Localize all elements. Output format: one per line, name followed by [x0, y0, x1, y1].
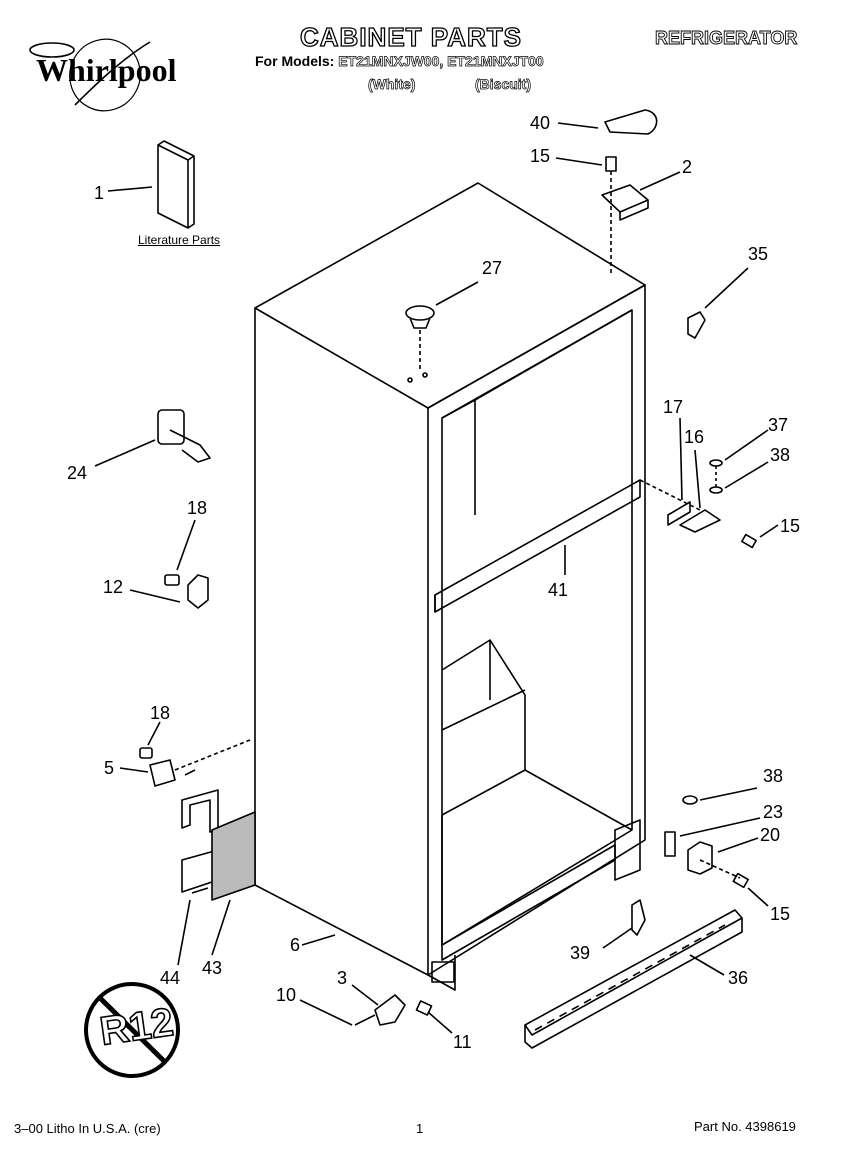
callout-38: 38: [770, 445, 791, 465]
leader-24: [94, 439, 156, 467]
leader-10: [299, 999, 353, 1026]
callout-11: 11: [453, 1032, 472, 1052]
leader-15b: [759, 524, 779, 538]
callout-35: 35: [748, 244, 769, 264]
callout-18-lower: 18: [150, 703, 171, 723]
callout-36: 36: [728, 968, 749, 988]
leader-38a: [724, 461, 769, 489]
footer-litho: 3–00 Litho In U.S.A. (cre): [14, 1121, 161, 1136]
leader-27: [435, 281, 479, 306]
callout-12: 12: [103, 577, 124, 597]
leader-40: [557, 122, 599, 129]
leader-17: [679, 417, 683, 501]
callout-41: 41: [548, 580, 569, 600]
callout-3: 3: [337, 968, 348, 988]
callout-39: 39: [570, 943, 591, 963]
leader-3: [351, 984, 379, 1006]
callout-24: 24: [67, 463, 88, 483]
literature-book: [157, 140, 195, 229]
cabinet-plug: [405, 305, 435, 383]
leader-5: [119, 767, 149, 773]
part-39-clip: [631, 899, 646, 936]
leader-15c: [747, 887, 769, 907]
callout-6: 6: [290, 935, 301, 955]
callout-20: 20: [760, 825, 781, 845]
leader-11: [427, 1011, 453, 1034]
model-numbers: ET21MNXJW00, ET21MNXJT00: [338, 53, 544, 70]
leveling-leg: [354, 994, 433, 1026]
callout-15: 15: [530, 146, 551, 166]
callout-5: 5: [104, 758, 115, 778]
part-5-bracket: [139, 739, 251, 787]
callout-38-lower: 38: [763, 766, 784, 786]
callout-10: 10: [276, 985, 297, 1005]
callout-15-right: 15: [780, 516, 801, 536]
part-12-bracket: [164, 574, 209, 609]
r12-badge: [84, 982, 180, 1078]
lower-hinge-group: [664, 795, 749, 889]
leader-1: [107, 186, 153, 192]
callout-23: 23: [763, 802, 784, 822]
models-prefix: For Models:: [255, 53, 335, 69]
callout-15-lower: 15: [770, 904, 791, 924]
brand-logo: Whirlpool: [36, 52, 177, 88]
toe-grille: [524, 909, 743, 1049]
leader-6: [301, 934, 336, 946]
callout-43: 43: [202, 958, 223, 978]
page-number: 1: [416, 1121, 424, 1136]
part-35-clip: [687, 311, 706, 339]
part-24-bracket: [157, 409, 211, 463]
leader-35: [704, 267, 749, 309]
callout-16: 16: [684, 427, 705, 447]
cabinet-body: [254, 182, 646, 991]
part-number: Part No. 4398619: [694, 1119, 796, 1134]
callout-1: 1: [94, 183, 105, 203]
leader-12: [129, 589, 181, 603]
cross-rail: [434, 479, 641, 613]
leader-43: [211, 899, 231, 956]
callout-17: 17: [663, 397, 684, 417]
hinge-cap: [604, 109, 658, 135]
leader-2: [639, 171, 681, 191]
variant-white: (White): [368, 76, 416, 93]
literature-parts-label: Literature Parts: [138, 233, 221, 247]
logo-emblem: [29, 42, 75, 58]
models-line: For Models: ET21MNXJW00, ET21MNXJT00: [255, 53, 544, 70]
leader-15a: [555, 157, 603, 166]
leader-18b: [147, 721, 161, 746]
logo-swoosh-ring: [69, 38, 141, 112]
top-hinge: [601, 156, 649, 275]
leader-20: [717, 837, 759, 853]
leader-39: [602, 927, 633, 949]
leader-37: [724, 429, 769, 461]
leader-36: [689, 954, 725, 976]
appliance-type: REFRIGERATOR: [655, 28, 798, 49]
part-43-insulation: [211, 811, 256, 901]
leader-23: [679, 817, 761, 837]
callout-18: 18: [187, 498, 208, 518]
leader-18a: [176, 519, 196, 571]
center-hinge: [639, 459, 757, 549]
callout-40: 40: [530, 113, 551, 133]
leader-44: [177, 899, 191, 966]
leader-38b: [699, 787, 758, 801]
variant-biscuit: (Biscuit): [475, 76, 532, 93]
callout-37: 37: [768, 415, 789, 435]
callout-44: 44: [160, 968, 181, 988]
callout-27: 27: [482, 258, 503, 278]
callout-2: 2: [682, 157, 693, 177]
leader-16: [694, 449, 701, 509]
page-title: CABINET PARTS: [299, 21, 522, 52]
